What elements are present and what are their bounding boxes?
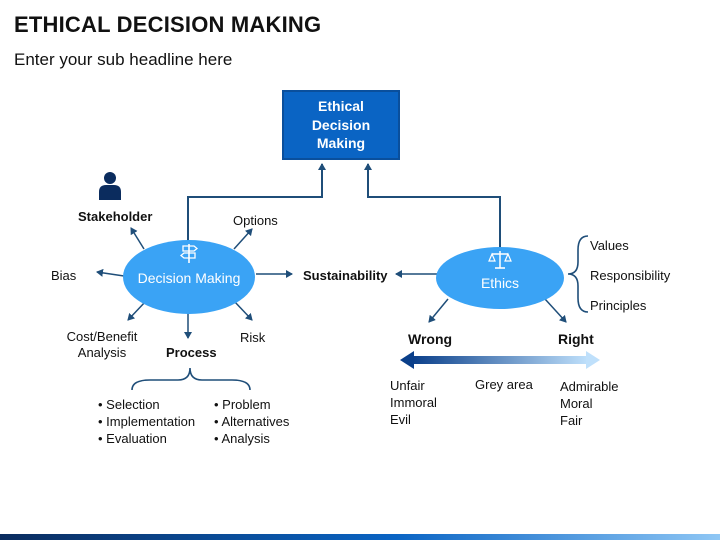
grey-area-label: Grey area bbox=[475, 377, 533, 392]
wrong-items: Unfair Immoral Evil bbox=[390, 377, 437, 428]
list-item: Moral bbox=[560, 396, 593, 411]
arrow-wrong bbox=[428, 298, 449, 323]
arrow-options bbox=[233, 228, 253, 250]
left-connector bbox=[187, 163, 326, 242]
list-item: Problem bbox=[214, 396, 289, 413]
scales-icon bbox=[488, 251, 512, 269]
page-subtitle: Enter your sub headline here bbox=[14, 50, 233, 69]
list-item: Unfair bbox=[390, 378, 425, 393]
process-list-right: Problem Alternatives Analysis bbox=[214, 396, 289, 447]
scale-right-arrowhead bbox=[586, 351, 600, 369]
list-item: Immoral bbox=[390, 395, 437, 410]
list-item: Admirable bbox=[560, 379, 619, 394]
ethics-label: Ethics bbox=[480, 275, 520, 291]
signpost-icon bbox=[179, 244, 199, 263]
list-item: Evil bbox=[390, 412, 411, 427]
wrong-label: Wrong bbox=[408, 331, 453, 347]
list-item: Values bbox=[590, 238, 629, 253]
right-connector bbox=[364, 163, 501, 248]
right-items: Admirable Moral Fair bbox=[560, 378, 619, 429]
process-list-left: Selection Implementation Evaluation bbox=[98, 396, 195, 447]
arrow-right bbox=[544, 298, 567, 323]
page-title: ETHICAL DECISION MAKING bbox=[14, 12, 322, 37]
arrow-cost-benefit bbox=[127, 300, 147, 321]
arrow-risk bbox=[233, 300, 253, 321]
list-item: Fair bbox=[560, 413, 583, 428]
ethical-decision-making-box: Ethical Decision Making bbox=[282, 90, 400, 160]
options-label: Options bbox=[233, 213, 278, 228]
process-label: Process bbox=[166, 345, 217, 360]
list-item: Implementation bbox=[98, 413, 195, 430]
cost-benefit-label: Cost/Benefit Analysis bbox=[66, 329, 138, 360]
bias-label: Bias bbox=[51, 268, 77, 283]
risk-label: Risk bbox=[240, 330, 266, 345]
ethics-node: Ethics bbox=[436, 247, 564, 309]
ethics-brace bbox=[567, 235, 589, 313]
ethics-attributes: Values Responsibility Principles bbox=[590, 237, 670, 314]
process-brace bbox=[131, 367, 251, 391]
arrow-bias bbox=[96, 268, 125, 277]
scale-bar bbox=[412, 356, 588, 364]
footer-bar bbox=[0, 534, 720, 540]
scale-left-arrowhead bbox=[400, 351, 414, 369]
list-item: Evaluation bbox=[98, 430, 195, 447]
arrow-stakeholder bbox=[130, 227, 145, 250]
list-item: Responsibility bbox=[590, 268, 671, 283]
person-icon bbox=[99, 172, 121, 200]
stakeholder-label: Stakeholder bbox=[78, 209, 153, 224]
sustainability-label: Sustainability bbox=[303, 268, 388, 283]
decision-making-node: Decision Making bbox=[123, 240, 255, 314]
right-label: Right bbox=[558, 331, 594, 347]
list-item: Analysis bbox=[214, 430, 289, 447]
list-item: Selection bbox=[98, 396, 195, 413]
list-item: Principles bbox=[590, 298, 647, 313]
list-item: Alternatives bbox=[214, 413, 289, 430]
decision-making-label: Decision Making bbox=[137, 270, 241, 286]
